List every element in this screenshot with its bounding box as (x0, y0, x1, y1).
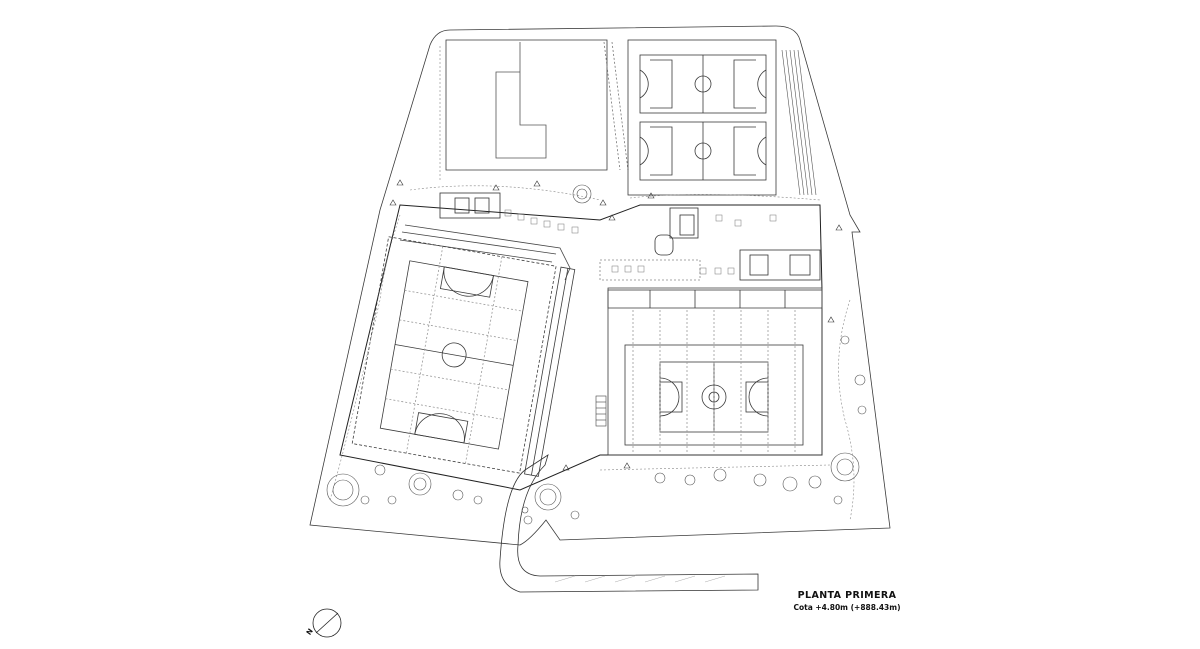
service-block (439, 192, 821, 281)
drawing-title-block: PLANTA PRIMERA Cota +4.80m (+888.43m) (792, 590, 902, 612)
sports-hall-right (607, 287, 823, 456)
trees (326, 184, 867, 525)
existing-building-notch (495, 42, 547, 159)
sports-hall-left (351, 236, 576, 477)
existing-building (445, 39, 608, 171)
outdoor-courts (627, 39, 777, 196)
access-ramp (499, 454, 759, 593)
bleachers-left-top (399, 224, 571, 281)
stair (595, 395, 607, 427)
site-boundary (309, 25, 891, 546)
level-markers (389, 179, 843, 471)
cafe-seating (504, 209, 777, 275)
site-paths (329, 45, 855, 521)
bleachers-top (781, 49, 817, 196)
drawing-title: PLANTA PRIMERA (797, 590, 897, 601)
drawing-subtitle: Cota +4.80m (+888.43m) (793, 603, 901, 612)
north-arrow-icon (312, 608, 342, 638)
